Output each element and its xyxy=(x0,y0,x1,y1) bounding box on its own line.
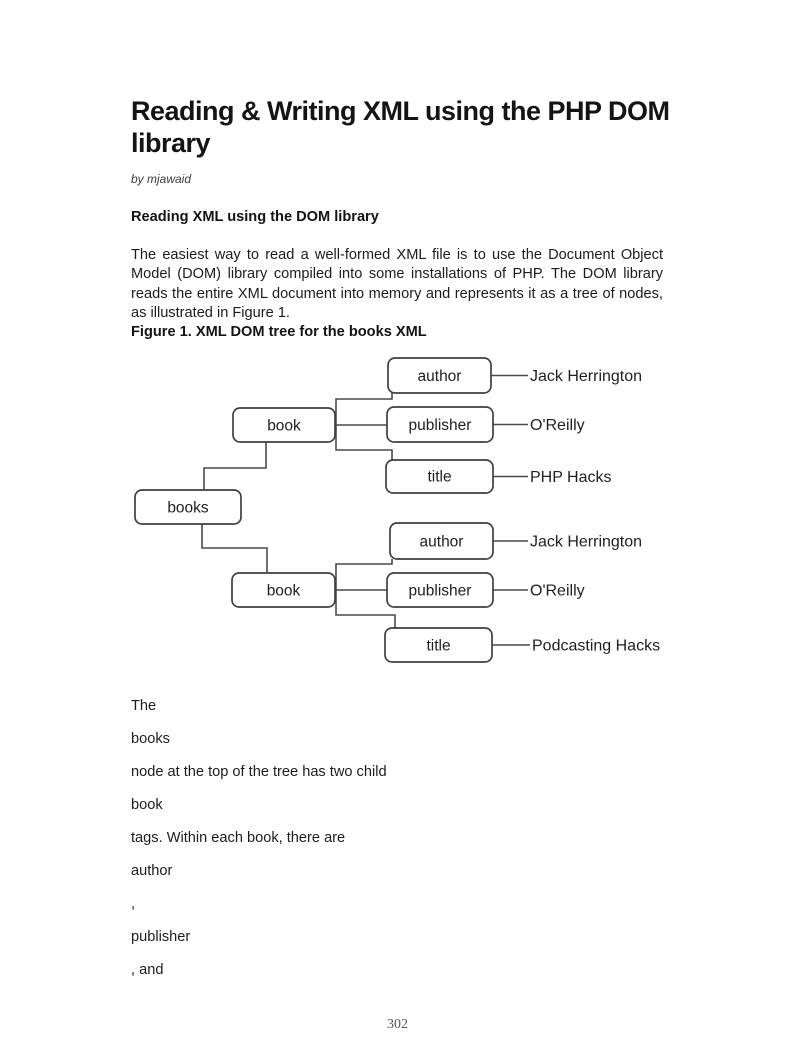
value-author1-label: Jack Herrington xyxy=(530,368,642,385)
node-publisher1-box xyxy=(386,406,494,443)
node-publisher2-label: publisher xyxy=(409,583,472,600)
node-author2-box xyxy=(389,522,494,560)
node-book1-label: book xyxy=(267,418,301,435)
body-paragraph: The easiest way to read a well-formed XM… xyxy=(131,247,663,322)
text-fragment: , and xyxy=(131,962,164,978)
text-fragment: The xyxy=(131,698,157,714)
page-number: 302 xyxy=(387,1017,408,1032)
text-fragment: books xyxy=(131,731,170,747)
node-publisher2-box xyxy=(386,572,494,608)
node-publisher1-label: publisher xyxy=(409,417,472,434)
value-author2-label: Jack Herrington xyxy=(530,534,642,551)
node-author1-label: author xyxy=(418,368,462,385)
byline: by mjawaid xyxy=(131,172,192,186)
page-title-line-1: Reading & Writing XML using the PHP DOM xyxy=(131,96,670,126)
value-title2-label: Podcasting Hacks xyxy=(532,638,660,655)
connector-book1-children-rail xyxy=(335,393,393,460)
node-title1-box xyxy=(385,459,494,494)
node-title1-label: title xyxy=(427,469,451,486)
text-fragment: tags. Within each book, there are xyxy=(131,830,346,846)
page-title-line-2: library xyxy=(131,127,211,158)
node-book2-box xyxy=(231,572,336,608)
value-publisher2-label: O'Reilly xyxy=(530,583,585,600)
text-fragment: author xyxy=(131,863,173,879)
connector-books-to-book2 xyxy=(201,524,268,573)
value-publisher1-label: O'Reilly xyxy=(530,417,585,434)
node-books-box xyxy=(134,489,242,525)
node-book1-box xyxy=(232,407,336,443)
text-fragment: node at the top of the tree has two chil… xyxy=(131,764,387,780)
node-books-label: books xyxy=(167,500,209,517)
node-book2-label: book xyxy=(267,583,301,600)
section-heading: Reading XML using the DOM library xyxy=(131,209,379,225)
page-title: Reading & Writing XML using the PHP DOM … xyxy=(131,96,670,159)
text-fragment: publisher xyxy=(131,929,191,945)
node-title2-box xyxy=(384,627,493,663)
value-title1-label: PHP Hacks xyxy=(530,469,612,486)
node-author1-box xyxy=(387,357,492,394)
text-fragment: , xyxy=(131,896,136,912)
xml-dom-tree-figure: books book book author publisher title a… xyxy=(134,357,660,663)
node-title2-label: title xyxy=(426,638,450,655)
connector-book1-to-books xyxy=(203,442,267,490)
node-author2-label: author xyxy=(420,534,464,551)
text-fragment: book xyxy=(131,797,163,813)
figure-caption: Figure 1. XML DOM tree for the books XML xyxy=(131,324,427,340)
